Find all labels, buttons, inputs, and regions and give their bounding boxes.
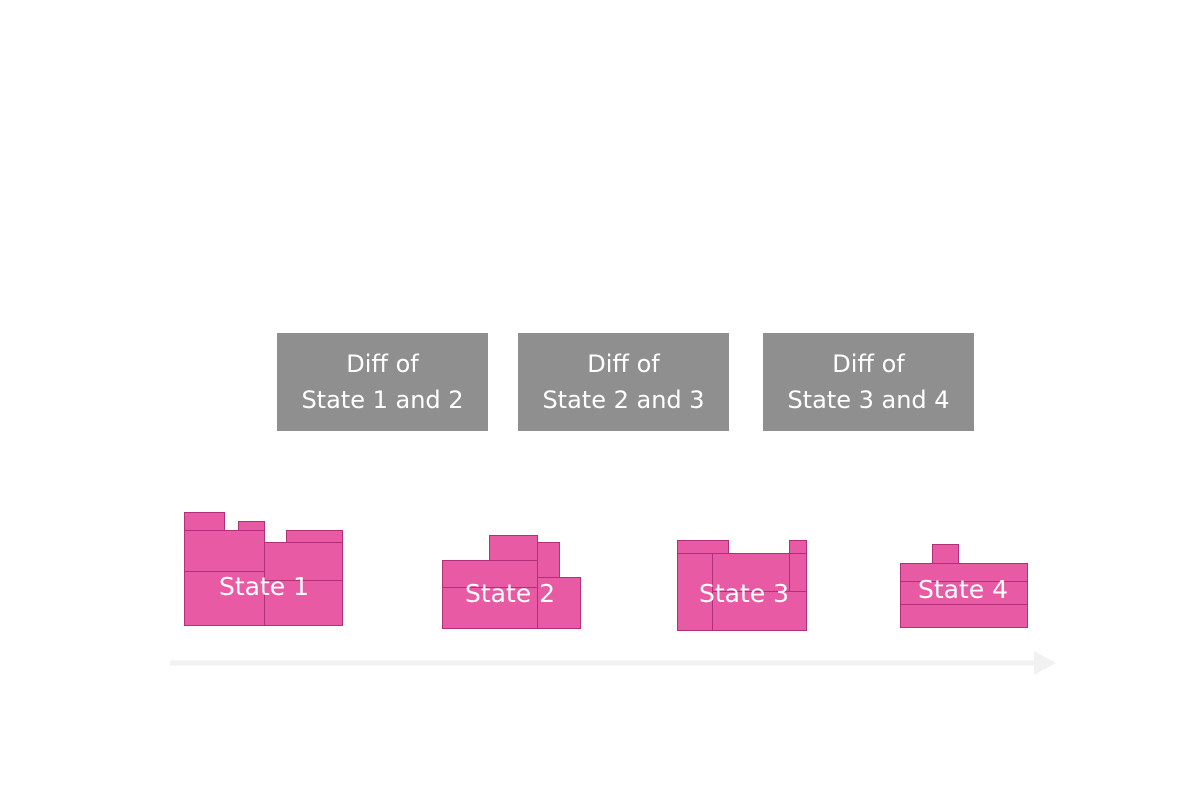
state-3-divider <box>712 591 807 592</box>
state-2-block <box>442 560 538 629</box>
state-3-divider <box>789 553 790 592</box>
state-2-label: State 2 <box>465 579 556 608</box>
diff-box-title: Diff of <box>832 350 905 378</box>
diff-box-title: Diff of <box>587 350 660 378</box>
diff-box-title: Diff of <box>346 350 419 378</box>
diff-box-1-2: Diff of State 1 and 2 <box>277 333 488 431</box>
state-4-divider <box>900 581 1028 582</box>
state-1-block <box>264 542 343 626</box>
state-2-divider <box>442 587 538 588</box>
diff-box-subtitle: State 2 and 3 <box>542 386 705 414</box>
state-3-block <box>712 553 807 631</box>
diff-box-2-3: Diff of State 2 and 3 <box>518 333 729 431</box>
diff-box-subtitle: State 1 and 2 <box>301 386 464 414</box>
state-3-label: State 3 <box>699 579 790 608</box>
state-1-divider <box>184 571 265 572</box>
state-2-block <box>537 577 581 629</box>
diff-box-subtitle: State 3 and 4 <box>787 386 950 414</box>
arrow-head-icon <box>1034 651 1056 675</box>
state-4-divider <box>900 604 1028 605</box>
state-4-block <box>900 563 1028 628</box>
state-4-label: State 4 <box>918 575 1009 604</box>
state-1-divider <box>264 580 343 581</box>
state-1-label: State 1 <box>219 572 310 601</box>
diff-box-3-4: Diff of State 3 and 4 <box>763 333 974 431</box>
state-1-block <box>184 530 265 626</box>
state-3-block <box>677 553 713 631</box>
